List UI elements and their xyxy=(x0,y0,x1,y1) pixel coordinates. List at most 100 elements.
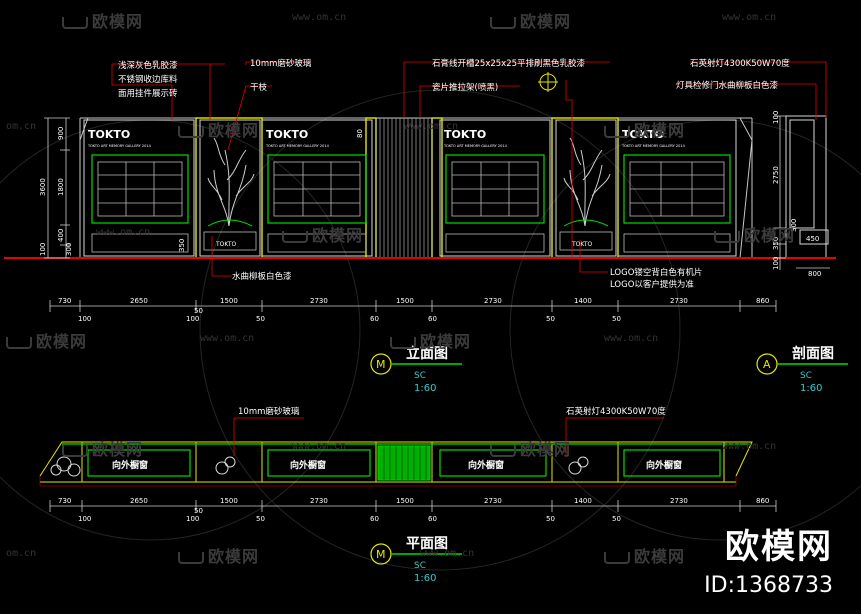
note-white-paint: 水曲柳板白色漆 xyxy=(232,271,292,282)
watermark-text: 欧模网 xyxy=(208,121,260,140)
plan-leaders xyxy=(233,417,664,456)
sofa-icon xyxy=(178,551,204,564)
base-plinths xyxy=(91,231,731,253)
dim-top: 2730 xyxy=(310,497,328,505)
watermark-text: 欧模网 xyxy=(312,226,364,245)
watermark-text: 欧模网 xyxy=(634,121,686,140)
dim-top: 860 xyxy=(756,497,769,505)
section-view xyxy=(676,61,836,270)
dim-bottom: 60 xyxy=(428,515,437,523)
elevation-panels xyxy=(83,119,737,257)
watermark-logo: 欧模网 xyxy=(490,8,571,32)
logo-sub-1: TOKTO ART MEMORY GALLERY 2014 xyxy=(87,144,152,148)
watermark-text: 欧模网 xyxy=(92,440,144,459)
dim-bottom: 60 xyxy=(370,515,379,523)
plan-title-marker xyxy=(370,543,462,565)
sofa-icon xyxy=(62,16,88,29)
sdim-800: 800 xyxy=(808,270,821,278)
plan-dims-bottom: 100 100 50 50 60 60 50 50 xyxy=(78,507,621,523)
watermark-logo: 欧模网 xyxy=(390,328,471,352)
watermark-url: www.om.cn xyxy=(292,12,347,23)
logo-sub-3: TOKTO ART MEMORY GALLERY 2014 xyxy=(443,144,508,148)
view-titles: M 立面图 SC 1:60 A 剖面图 SC 1:60 M 平面图 SC 1:6… xyxy=(376,345,834,584)
note-steel-trim: 不锈钢收边库料 xyxy=(118,74,178,85)
title-markers xyxy=(370,353,848,565)
watermark-url: www.om.cn xyxy=(200,333,255,344)
watermark-logo: 欧模网 xyxy=(714,222,795,246)
logo-small-1: TOKTO xyxy=(215,241,237,248)
sdim-300: 300 xyxy=(790,219,798,232)
plan-note-frosted-glass: 10mm磨砂玻璃 xyxy=(238,406,300,417)
sofa-icon xyxy=(490,444,516,457)
plan-red-hatch xyxy=(39,476,737,487)
dim-top: 2730 xyxy=(670,297,688,305)
dim-top: 1500 xyxy=(220,297,238,305)
watermark-logo: 欧模网 xyxy=(6,328,87,352)
dim-bottom: 50 xyxy=(194,507,203,515)
sofa-icon xyxy=(178,125,204,138)
note-frosted-glass: 10mm磨砂玻璃 xyxy=(250,58,312,69)
logo-big-2: TOKTO xyxy=(266,128,308,141)
dim-top: 1500 xyxy=(396,497,414,505)
watermark-logo: 欧模网 xyxy=(62,8,143,32)
sofa-icon xyxy=(62,444,88,457)
note-display-panel: 面用挂件展示砖 xyxy=(118,88,178,99)
dim-bottom: 50 xyxy=(546,315,555,323)
sdim-100-top: 100 xyxy=(772,111,780,124)
dim-top: 1500 xyxy=(220,497,238,505)
watermark-logo: 欧模网 xyxy=(604,543,685,567)
watermark-text: 欧模网 xyxy=(420,332,472,351)
logo-sub-2: TOKTO ART MEMORY GALLERY 2014 xyxy=(265,144,330,148)
dim-top: 1400 xyxy=(574,297,592,305)
elevation-vertical-dims xyxy=(44,117,70,259)
sdim-350: 350 xyxy=(772,237,780,250)
dim-top: 2730 xyxy=(670,497,688,505)
dim-bottom: 60 xyxy=(428,315,437,323)
watermark-text: 欧模网 xyxy=(92,12,144,31)
section-cut-marker xyxy=(538,72,558,92)
watermark-text: 欧模网 xyxy=(634,547,686,566)
logo-sub-4: TOKTO ART MEMORY GALLERY 2014 xyxy=(621,144,686,148)
note-dry-branch: 干枝 xyxy=(250,82,268,93)
watermark-text: 欧模网 xyxy=(520,440,572,459)
section-marker-letter: A xyxy=(763,358,771,371)
logo-big-3: TOKTO xyxy=(444,128,486,141)
elevation-horizontal-dims xyxy=(49,300,777,312)
dim-top: 1400 xyxy=(574,497,592,505)
watermark-logo: 欧模网 xyxy=(490,436,571,460)
sofa-icon xyxy=(390,336,416,349)
plan-text: 10mm磨砂玻璃 石英射灯4300K50W70度 向外橱窗 向外橱窗 向外橱窗 … xyxy=(58,406,769,523)
dim-top: 2650 xyxy=(130,497,148,505)
dim-top: 2730 xyxy=(484,497,502,505)
dim-bottom: 50 xyxy=(256,515,265,523)
plan-walls xyxy=(39,441,753,483)
watermark-url: www.om.cn xyxy=(96,227,151,238)
watermark-logo: 欧模网 xyxy=(178,543,259,567)
display-windows xyxy=(91,154,731,224)
dim-bottom: 100 xyxy=(78,315,91,323)
mark-80: 80 xyxy=(356,129,364,138)
elevation-text: 浅深灰色乳胶漆 不锈钢收边库料 面用挂件展示砖 10mm磨砂玻璃 干枝 石膏线开… xyxy=(39,58,769,323)
dry-branch-right xyxy=(563,137,611,227)
plan-scale: 1:60 xyxy=(414,573,436,584)
watermark-logo: 欧模网 xyxy=(282,222,363,246)
plan-window-label-3: 向外橱窗 xyxy=(468,459,504,471)
elevation-dims-top: 730 2650 1500 2730 1500 2730 1400 2730 8… xyxy=(58,297,769,305)
plan-groove-column xyxy=(377,445,431,481)
watermark-text: 欧模网 xyxy=(520,12,572,31)
plan-note-spotlight: 石英射灯4300K50W70度 xyxy=(566,406,666,417)
section-title: 剖面图 xyxy=(792,345,834,362)
note-tile-rack: 瓷片推拉架(喷黑) xyxy=(432,82,498,93)
dim-top: 1500 xyxy=(396,297,414,305)
elevation-marker-letter: M xyxy=(376,358,386,371)
watermark-url: www.om.cn xyxy=(420,548,475,559)
note-paint-gray: 浅深灰色乳胶漆 xyxy=(118,60,178,71)
brand-logo-text: 欧模网 xyxy=(725,527,833,567)
plan-dims-top: 730 2650 1500 2730 1500 2730 1400 2730 8… xyxy=(58,497,769,505)
brand-id: ID:1368733 xyxy=(704,573,833,598)
plan-horizontal-dims xyxy=(49,500,777,512)
vdim-100: 100 xyxy=(39,243,47,256)
dim-bottom: 60 xyxy=(370,315,379,323)
sofa-icon xyxy=(604,551,630,564)
watermark-logo: 欧模网 xyxy=(604,117,685,141)
